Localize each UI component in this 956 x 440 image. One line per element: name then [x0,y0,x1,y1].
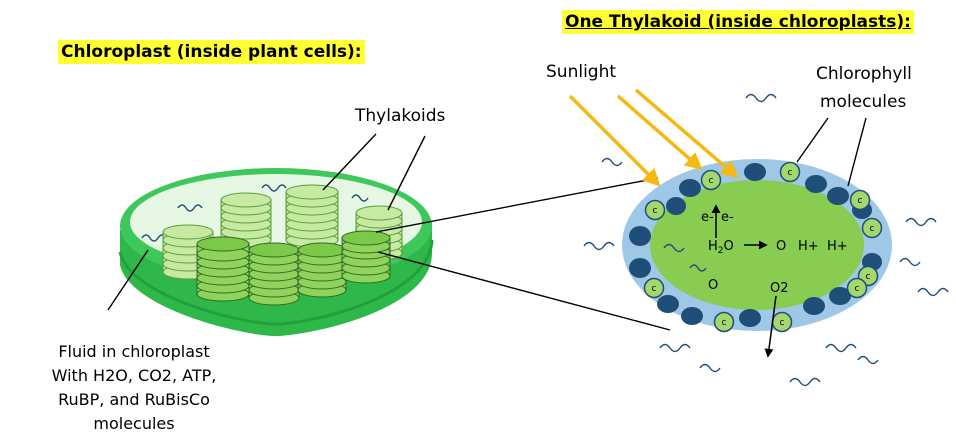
chlorophyll-molecules [643,161,883,333]
fluid-description: Fluid in chloroplast With H2O, CO2, ATP,… [14,340,254,436]
water-formula: H2O [708,239,734,256]
svg-text:c: c [866,272,871,282]
chloroplast-title: Chloroplast (inside plant cells): [58,40,365,64]
oxygen-label: O [776,239,786,254]
proton-label: H+ [798,239,819,254]
zoom-lines [375,177,671,331]
svg-text:c: c [780,318,785,328]
svg-text:c: c [653,206,658,216]
chlorophyll-symbols: c c c c c c c c c c [652,168,875,328]
thylakoid-title: One Thylakoid (inside chloroplasts): [562,10,914,34]
fluid-line: molecules [93,414,175,433]
svg-text:c: c [722,318,727,328]
electron-label: e- [721,210,734,225]
svg-text:c: c [652,284,657,294]
proton-label: H+ [827,239,848,254]
thylakoids-label: Thylakoids [355,106,446,126]
svg-text:c: c [709,176,714,186]
chloroplast-leader-lines [107,133,426,311]
thylakoid-stacks-front [196,230,391,306]
sunlight-arrows [568,88,739,187]
fluid-line: Fluid in chloroplast [58,342,210,361]
oxygen-atom-label: O [708,278,718,293]
oxygen-molecule-label: O2 [770,281,789,296]
chlorophyll-label-line2: molecules [820,92,907,112]
fluid-line: With H2O, CO2, ATP, [51,366,217,385]
electron-label: e- [701,210,714,225]
sunlight-label: Sunlight [546,62,617,82]
svg-text:c: c [858,196,863,206]
thylakoid-interior-labels: e- e- H2O O H+ H+ O O2 [701,210,848,296]
chlorophyll-label-line1: Chlorophyll [816,64,912,84]
chlorophyll-leader-lines [796,117,867,187]
svg-text:c: c [870,224,875,234]
svg-text:c: c [788,168,793,178]
outer-squiggles [583,93,949,387]
interior-arrows [711,204,777,358]
svg-text:c: c [855,284,860,294]
fluid-line: RuBP, and RuBisCo [58,390,210,409]
